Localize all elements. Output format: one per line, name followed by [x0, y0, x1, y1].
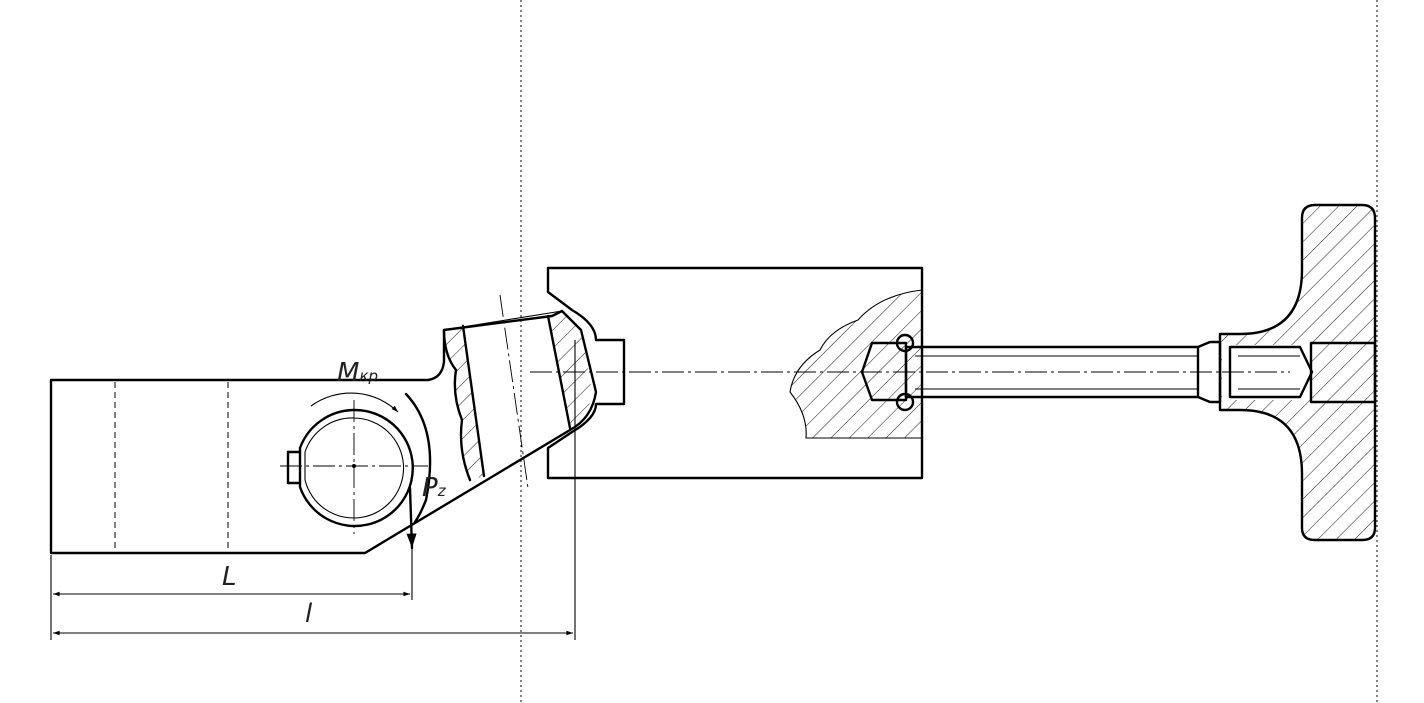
- shaft-section: [280, 400, 428, 534]
- dimension-l-label: l: [305, 599, 313, 629]
- force-label: Pz: [422, 473, 447, 503]
- torque-arc: [310, 392, 399, 413]
- dimension-L-label: L: [222, 562, 237, 592]
- jaw-insert-right: [548, 311, 592, 428]
- dimension-l: [53, 340, 576, 640]
- torque-label: Mкр: [337, 358, 378, 388]
- dimension-L: [50, 540, 413, 640]
- clamp-body: [530, 266, 1285, 480]
- lever-arm: [49, 294, 598, 555]
- jaw-insert: [444, 326, 484, 480]
- force-arrow: [406, 486, 417, 550]
- handle: [1218, 203, 1377, 542]
- force-arc: [404, 392, 432, 524]
